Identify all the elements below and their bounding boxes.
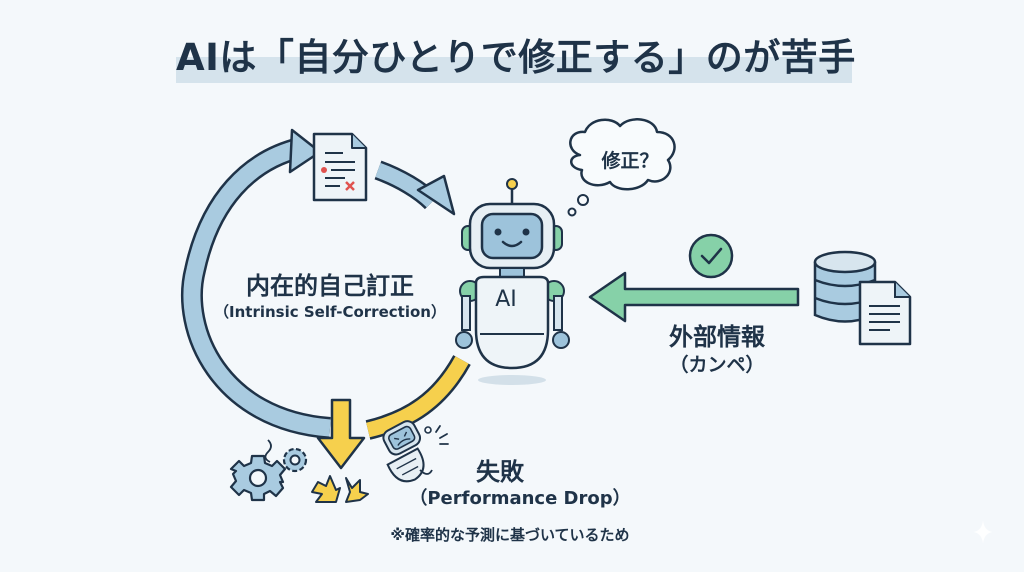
failure-label: 失敗 bbox=[476, 458, 524, 486]
footnote: ※確率的な予測に基づいているため bbox=[390, 526, 630, 544]
document-with-error-icon bbox=[312, 132, 368, 202]
thought-bubble-text: 修正？ bbox=[601, 150, 659, 172]
thought-bubble bbox=[567, 118, 676, 217]
failure-english-label: （Performance Drop） bbox=[409, 488, 631, 509]
failure-path-arrow bbox=[316, 355, 471, 470]
robot-chest-label: AI bbox=[495, 287, 517, 312]
external-info-arrow bbox=[588, 271, 800, 323]
ai-robot-icon bbox=[455, 178, 570, 385]
crash-burst-icon bbox=[311, 475, 369, 503]
intrinsic-correction-label: 内在的自己訂正 bbox=[246, 272, 414, 300]
broken-gears-icon bbox=[229, 439, 308, 502]
title-highlight-band bbox=[176, 57, 852, 83]
self-correction-loop-arrow bbox=[181, 128, 456, 439]
database-document-icon bbox=[813, 250, 912, 346]
fallen-robot-icon bbox=[382, 420, 449, 483]
title-block: AIは「自分ひとりで修正する」のが苦手 bbox=[176, 30, 856, 86]
external-info-sublabel: （カンペ） bbox=[669, 354, 765, 376]
intrinsic-correction-english-label: （Intrinsic Self-Correction） bbox=[214, 303, 446, 321]
page-title: AIは「自分ひとりで修正する」のが苦手 bbox=[176, 36, 856, 79]
external-info-label: 外部情報 bbox=[669, 323, 765, 351]
sparkle-watermark-icon bbox=[973, 520, 993, 544]
checkmark-circle-icon bbox=[688, 233, 734, 279]
